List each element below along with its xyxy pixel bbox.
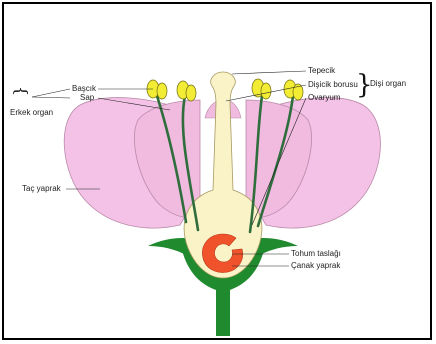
label-disi-organ: Dişi organ bbox=[370, 79, 406, 88]
right-anther-1b bbox=[261, 83, 271, 99]
label-tohum-taslagi: Tohum taslağı bbox=[291, 249, 341, 258]
label-erkek-organ: Erkek organ bbox=[10, 108, 53, 117]
erkek-organ-brace: { bbox=[12, 86, 31, 96]
label-ovaryum: Ovaryum bbox=[308, 93, 341, 102]
label-bascik: Başcık bbox=[72, 84, 97, 93]
leader-tepecik bbox=[232, 71, 306, 74]
left-anther-1b bbox=[157, 83, 167, 99]
label-sap: Sap bbox=[80, 93, 95, 102]
label-tepecik: Tepecik bbox=[308, 66, 336, 75]
left-anther-2b bbox=[186, 85, 196, 101]
leader-bascik-to-erkek bbox=[32, 89, 70, 97]
label-canak-yaprak: Çanak yaprak bbox=[291, 261, 341, 270]
label-disicik-borusu: Dişicik borusu bbox=[308, 80, 358, 89]
leader-sap-to-erkek bbox=[32, 97, 70, 98]
label-tac-yaprak: Taç yaprak bbox=[22, 184, 62, 193]
